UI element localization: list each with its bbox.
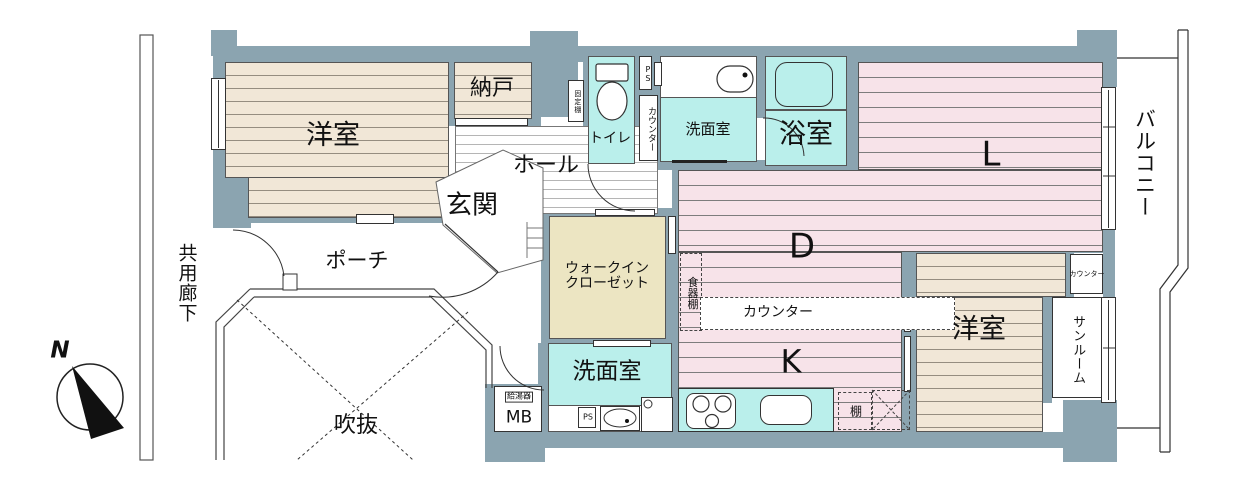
washbasin-square-box [641, 397, 673, 432]
bathtub [775, 62, 833, 107]
compass-icon [56, 363, 124, 439]
window-left-wall [211, 78, 226, 150]
wall-ldk-left [672, 162, 678, 432]
dining-counter-box [700, 297, 955, 330]
small-duct-box [654, 62, 662, 86]
wall-corner-bottom-left [213, 172, 251, 228]
storage-label: 納戸 [469, 75, 515, 101]
window-bedroom-2 [904, 336, 911, 392]
western-room-2-label: 洋室 [952, 314, 1006, 346]
western-room-2-upper [916, 253, 1066, 297]
wic-label: ウォークイン クローゼット [565, 260, 649, 293]
walk-in-closet-area [549, 216, 666, 339]
washroom1-counter-area [660, 56, 757, 98]
void-label: 吹抜 [333, 412, 379, 438]
wall-bedroom-right [1043, 297, 1052, 403]
wall-right-middle [1103, 228, 1115, 300]
meter-box: 給湯器 MB [494, 386, 542, 432]
wic-label-line1: ウォークイン [565, 260, 649, 277]
pipe-space-top-box: PS [639, 56, 652, 90]
sunroom-area [1052, 297, 1103, 398]
wall-bottom [545, 432, 1115, 448]
window-sunroom-balcony [1101, 297, 1116, 403]
fixed-shelf-label: 固定棚 [573, 90, 582, 114]
fixed-shelf-box: 固定棚 [568, 80, 584, 122]
washroom1-area [660, 97, 757, 162]
shelf-box: 棚 [838, 392, 872, 430]
wall-wet-bottom [640, 160, 858, 170]
dining-area [678, 170, 1103, 252]
front-door [428, 223, 499, 298]
western-room-1-area [225, 62, 449, 178]
shelf-label: 棚 [849, 404, 863, 419]
hall-label: ホール [512, 152, 580, 178]
window-western1-bottom [356, 214, 394, 224]
western-room-1-label: 洋室 [306, 120, 360, 152]
dining-label: D [788, 226, 816, 267]
pipe-space-bottom-box: PS [578, 407, 596, 428]
towel-bar [672, 160, 727, 163]
pipe-space-bottom-label: PS [583, 412, 593, 422]
washroom2-label: 洗面室 [572, 358, 642, 385]
wall-corner-bottom-right [1063, 400, 1117, 462]
washroom-counter-label: カウンター [645, 106, 656, 152]
meter-box-label: MB [505, 407, 533, 428]
wic-sliding-door-bottom [593, 340, 651, 347]
toilet-area [588, 56, 635, 164]
refrigerator-space-box [872, 390, 910, 430]
wall-storage-left [449, 60, 455, 120]
kitchen-label: K [780, 342, 802, 381]
washbasin-oval-box [600, 406, 640, 431]
wic-sliding-door-top [595, 209, 655, 216]
washroom-counter-box: カウンター [639, 95, 658, 161]
washroom2-area [548, 343, 672, 407]
dining-counter-label: カウンター [743, 304, 813, 321]
wall-wic-left [541, 208, 549, 347]
toilet-label: トイレ [589, 130, 631, 147]
corridor-label: 共用廊下 [175, 243, 198, 323]
wic-opening-right [668, 216, 676, 254]
water-heater-label: 給湯器 [505, 391, 533, 403]
wall-western1-bottom [248, 215, 444, 223]
wall-bath-right [847, 52, 858, 170]
balcony-outline [1117, 29, 1189, 453]
wall-washroom-bath [757, 52, 765, 118]
wic-label-line2: クローゼット [565, 276, 649, 292]
storage-room-area [454, 62, 532, 119]
stove [686, 393, 736, 429]
porch-label: ポーチ [325, 248, 389, 273]
living-label: L [981, 134, 1001, 175]
balcony-label: バルコニー [1132, 108, 1157, 218]
entrance-label: 玄関 [445, 190, 499, 221]
kitchen-sink [760, 395, 812, 425]
corridor-strip [139, 34, 154, 461]
living-area [858, 62, 1103, 170]
bedroom-counter-label: カウンター [1069, 270, 1105, 279]
porch-gate [232, 229, 298, 291]
bath-divider-line [765, 109, 847, 111]
washroom1-label: 洗面室 [685, 119, 731, 138]
wall-toilet-left [583, 52, 589, 165]
pipe-space-top-label: PS [643, 65, 653, 83]
cupboard-label: 食器棚 [686, 276, 700, 310]
bedroom-counter-box: カウンター [1069, 254, 1105, 294]
north-label: N [50, 337, 70, 364]
wall-top [215, 46, 1115, 62]
nando-sliding-door [455, 118, 528, 126]
bathroom-label: 浴室 [779, 119, 833, 151]
wall-right-upper [1103, 46, 1115, 88]
cupboard-box: 食器棚 [680, 253, 702, 331]
sunroom-label: サンルーム [1070, 315, 1086, 385]
window-living-balcony [1101, 87, 1116, 230]
western-room-1-extension [248, 177, 444, 218]
